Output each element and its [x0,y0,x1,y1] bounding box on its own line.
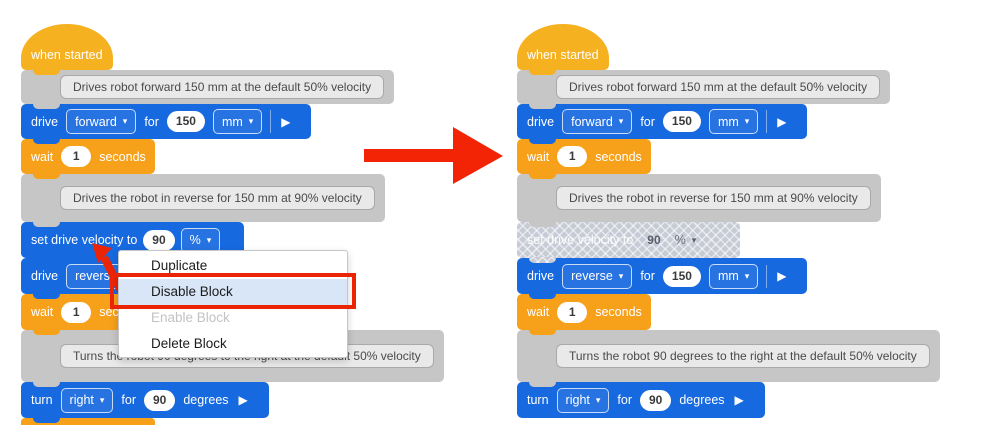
dropdown-value: mm [221,114,243,129]
unit-dropdown[interactable]: mm ▾ [708,109,759,134]
block-label: wait [31,305,54,319]
chevron-down-icon: ▾ [691,234,697,245]
run-block-icon[interactable]: ▶ [238,393,248,407]
block-context-menu: Duplicate Disable Block Enable Block Del… [118,250,348,358]
run-block-icon[interactable]: ▶ [270,110,291,133]
run-block-icon[interactable]: ▶ [734,393,744,407]
block-label: degrees [679,393,725,407]
block-label: seconds [595,305,642,319]
chevron-down-icon: ▾ [618,116,624,126]
block-label: for [121,393,136,407]
block-label: for [640,114,655,129]
dropdown-value: reverse [75,269,117,283]
chevron-down-icon: ▾ [122,116,128,126]
chevron-down-icon: ▾ [618,270,624,281]
transition-arrow-icon [364,127,503,184]
chevron-down-icon: ▾ [248,116,254,126]
block-label: seconds [595,149,642,164]
block-label: set drive velocity to [31,233,138,247]
wait-block[interactable]: wait 1 seconds [21,139,155,179]
when-started-hat-block[interactable]: when started [517,24,609,75]
run-block-icon[interactable]: ▶ [766,110,787,133]
comment-bubble[interactable]: Drives robot forward 150 mm at the defau… [60,75,385,99]
menu-item-delete-block[interactable]: Delete Block [151,336,227,351]
block-label: for [617,393,632,407]
distance-input[interactable]: 150 [662,111,701,132]
chevron-down-icon: ▾ [206,234,212,245]
angle-input[interactable]: 90 [144,389,176,411]
dropdown-value: mm [717,269,739,283]
chevron-down-icon: ▾ [744,270,750,281]
block-label: seconds [99,149,146,164]
menu-item-duplicate[interactable]: Duplicate [151,258,208,273]
unit-dropdown[interactable]: % ▾ [180,227,221,253]
block-label: wait [527,149,550,164]
hat-label: when started [527,48,599,62]
set-drive-velocity-block-disabled[interactable]: set drive velocity to 90 % ▾ [517,222,740,263]
block-label: drive [527,269,555,283]
distance-input[interactable]: 150 [166,111,205,132]
next-block-partial [21,418,155,425]
dropdown-value: mm [717,114,739,129]
duration-input[interactable]: 1 [557,301,588,323]
velocity-input[interactable]: 90 [143,229,175,251]
wait-block[interactable]: wait 1 seconds [517,294,651,335]
dropdown-value: reverse [571,269,613,283]
block-label: drive [31,114,59,129]
comment-bubble[interactable]: Drives robot forward 150 mm at the defau… [556,75,881,99]
block-label: wait [527,305,550,319]
run-block-icon[interactable]: ▶ [766,264,787,288]
distance-input[interactable]: 150 [662,265,701,287]
comment-block: Turns the robot 90 degrees to the right … [517,330,940,387]
chevron-down-icon: ▾ [595,394,601,405]
velocity-value: 90 [647,233,661,247]
when-started-hat-block[interactable]: when started [21,24,113,75]
drive-forward-block[interactable]: drive forward ▾ for 150 mm ▾ ▶ [21,104,311,144]
direction-dropdown[interactable]: forward ▾ [562,109,633,134]
wait-block[interactable]: wait 1 seconds [517,139,651,179]
block-label: degrees [183,393,229,407]
turn-block[interactable]: turn right ▾ for 90 degrees ▶ [21,382,269,423]
block-label: turn [31,393,53,407]
duration-input[interactable]: 1 [557,146,588,167]
dropdown-value: forward [75,114,117,129]
direction-dropdown[interactable]: right ▾ [556,387,610,413]
unit-dropdown: % ▾ [675,233,697,247]
turn-block[interactable]: turn right ▾ for 90 degrees ▶ [517,382,765,418]
drive-forward-block[interactable]: drive forward ▾ for 150 mm ▾ ▶ [517,104,807,144]
dropdown-value: % [674,233,686,247]
block-label: for [144,114,159,129]
comment-bubble[interactable]: Drives the robot in reverse for 150 mm a… [60,186,375,210]
block-label: set drive velocity to [527,233,634,247]
menu-item-disable-block[interactable]: Disable Block [119,279,347,305]
drive-reverse-block[interactable]: drive reverse ▾ for 150 mm ▾ ▶ [517,258,807,299]
dropdown-value: right [565,393,590,407]
block-label: for [640,269,655,283]
direction-dropdown[interactable]: forward ▾ [66,109,137,134]
comment-block: Drives the robot in reverse for 150 mm a… [21,174,385,227]
direction-dropdown[interactable]: reverse ▾ [562,263,633,289]
dropdown-value: right [69,393,94,407]
unit-dropdown[interactable]: mm ▾ [708,263,759,289]
comment-block: Drives the robot in reverse for 150 mm a… [517,174,881,227]
dropdown-value: % [189,233,201,247]
direction-dropdown[interactable]: right ▾ [60,387,114,413]
hat-label: when started [31,48,103,62]
angle-input[interactable]: 90 [640,389,672,411]
chevron-down-icon: ▾ [99,394,105,405]
block-label: drive [31,269,59,283]
chevron-down-icon: ▾ [744,116,750,126]
comment-bubble[interactable]: Drives the robot in reverse for 150 mm a… [556,186,871,210]
comment-block: Drives robot forward 150 mm at the defau… [517,70,891,109]
block-label: drive [527,114,555,129]
comment-bubble[interactable]: Turns the robot 90 degrees to the right … [556,344,930,368]
block-label: wait [31,149,54,164]
dropdown-value: forward [571,114,613,129]
menu-item-enable-block: Enable Block [151,310,230,325]
unit-dropdown[interactable]: mm ▾ [212,109,263,134]
comment-block: Drives robot forward 150 mm at the defau… [21,70,395,109]
duration-input[interactable]: 1 [61,301,92,323]
block-label: turn [527,393,549,407]
duration-input[interactable]: 1 [61,146,92,167]
